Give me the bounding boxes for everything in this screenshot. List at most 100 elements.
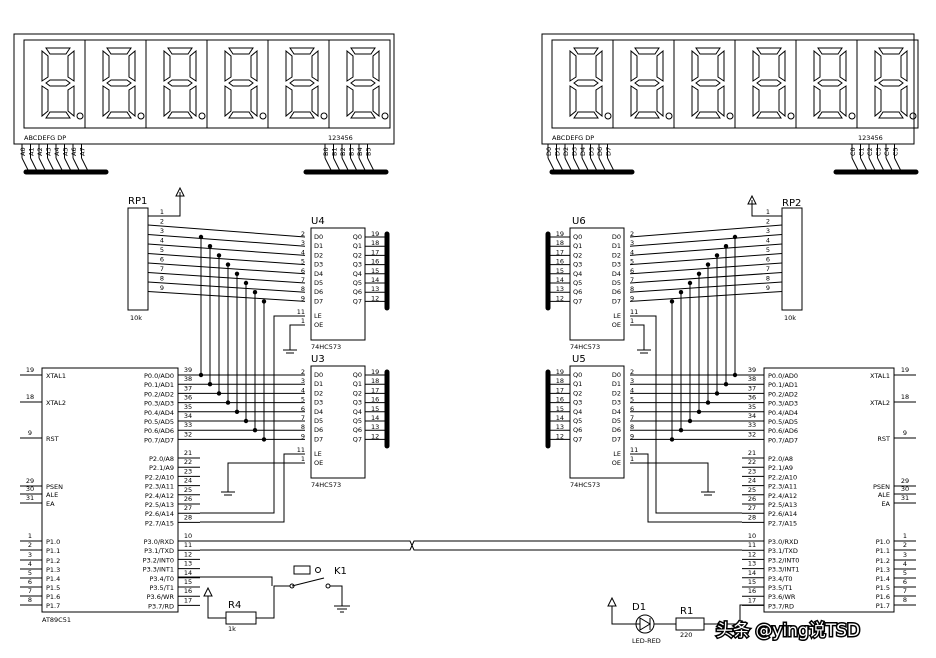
- pin-label: D2: [612, 251, 621, 259]
- pin-number: 8: [903, 596, 907, 604]
- pin-number: 18: [556, 239, 564, 247]
- segment-dp: [726, 112, 734, 120]
- segment-a: [167, 47, 193, 55]
- pin-number: 9: [630, 294, 634, 302]
- segment-dp: [381, 112, 389, 120]
- pin-label: P1.0: [46, 538, 60, 546]
- junction-dot: [261, 299, 267, 304]
- segment-g: [695, 79, 721, 87]
- segment-a: [695, 47, 721, 55]
- vcc-arrow-icon: [747, 194, 757, 205]
- segment-d: [106, 111, 132, 119]
- pin-number: 19: [26, 366, 34, 374]
- segment-g: [228, 79, 254, 87]
- pin-label: D4: [612, 270, 621, 278]
- pin-label: P0.5/AD5: [144, 418, 174, 426]
- pin-number: 3: [28, 551, 32, 559]
- segment-a: [634, 47, 660, 55]
- pin-number: 24: [184, 477, 192, 485]
- pin-label: Q1: [573, 380, 582, 388]
- pin-label: D4: [314, 270, 323, 278]
- pin-number: 18: [371, 377, 379, 385]
- junction-dot: [225, 400, 231, 405]
- display-right-digit-label: 123456: [858, 134, 883, 142]
- pin-label: P3.2/INT0: [768, 556, 799, 564]
- pin-label: P2.6/A14: [145, 510, 174, 518]
- segment-c: [250, 85, 258, 118]
- pin-label: P3.4/T0: [768, 575, 793, 583]
- pin-number: 17: [556, 248, 564, 256]
- pin-number: 15: [371, 405, 379, 413]
- pin-label: Q2: [353, 251, 362, 259]
- pin-number: 7: [903, 587, 907, 595]
- segment-d: [573, 111, 599, 119]
- pin-label: Q3: [353, 261, 362, 269]
- pin-number: 1: [301, 317, 305, 325]
- pin-number: 2: [630, 230, 634, 238]
- pin-label: D5: [314, 417, 323, 425]
- segment-g: [289, 79, 315, 87]
- pin-label: D6: [612, 288, 621, 296]
- segment-f: [813, 49, 821, 82]
- segment-dp: [320, 112, 328, 120]
- pin-label: P0.4/AD4: [144, 409, 174, 417]
- pin-number: 38: [184, 375, 192, 383]
- segment-f: [41, 49, 49, 82]
- pin-label: P1.1: [46, 547, 60, 555]
- pin-label: Q3: [573, 399, 582, 407]
- segment-d: [878, 111, 904, 119]
- pin-number: 9: [301, 294, 305, 302]
- led-d1: D1 LED-RED: [607, 596, 676, 645]
- pin-number: 29: [26, 477, 34, 485]
- pin-label: D2: [562, 147, 570, 156]
- pin-label: D6: [596, 147, 604, 156]
- segment-d: [634, 111, 660, 119]
- pin-label: Q3: [573, 261, 582, 269]
- segment-f: [630, 49, 638, 82]
- pin-label: P2.4/A12: [145, 492, 174, 500]
- chip-part: 74HC573: [570, 343, 600, 351]
- pin-number: 13: [748, 560, 756, 568]
- segment-f: [752, 49, 760, 82]
- pin-number: 6: [301, 405, 305, 413]
- pin-number: 7: [630, 276, 634, 284]
- pin-number: 4: [630, 386, 634, 394]
- pin-number: 13: [184, 560, 192, 568]
- segment-c: [128, 85, 136, 118]
- pin-label: C3: [875, 147, 883, 156]
- pin-label: D7: [612, 297, 621, 305]
- pin-number: 8: [28, 596, 32, 604]
- junction-dot: [714, 391, 720, 396]
- resistor-r4: R4 1k: [203, 585, 290, 633]
- pin-number: 14: [556, 276, 564, 284]
- pin-label: P3.0/RXD: [144, 538, 174, 546]
- pin-label: P1.7: [46, 602, 60, 610]
- segment-b: [595, 49, 603, 82]
- pin-label: PSEN: [46, 483, 63, 491]
- pin-number: 25: [748, 486, 756, 494]
- d1-value: LED-RED: [632, 637, 661, 645]
- chip-body: [310, 227, 366, 341]
- junction-dot: [669, 437, 675, 442]
- pin-label: D7: [612, 435, 621, 443]
- pin-label: Q0: [353, 233, 362, 241]
- pin-label: P2.0/A8: [768, 455, 793, 463]
- pin-label: C1: [858, 147, 866, 156]
- segment-b: [839, 49, 847, 82]
- pin-label: P3.7/RD: [148, 602, 174, 610]
- segment-c: [311, 85, 319, 118]
- pin-label: P0.6/AD6: [144, 427, 174, 435]
- pin-number: 26: [184, 495, 192, 503]
- junction-dot: [252, 428, 258, 433]
- pin-label: LE: [613, 312, 621, 320]
- pin-label: P0.5/AD5: [768, 418, 798, 426]
- pin-number: 18: [26, 393, 34, 401]
- pin-number: 16: [748, 587, 756, 595]
- pin-number: 27: [184, 504, 192, 512]
- digit-cell: [23, 39, 86, 129]
- pin-number: 28: [748, 513, 756, 521]
- pin-number: 19: [556, 368, 564, 376]
- pin-label: ALE: [46, 491, 58, 499]
